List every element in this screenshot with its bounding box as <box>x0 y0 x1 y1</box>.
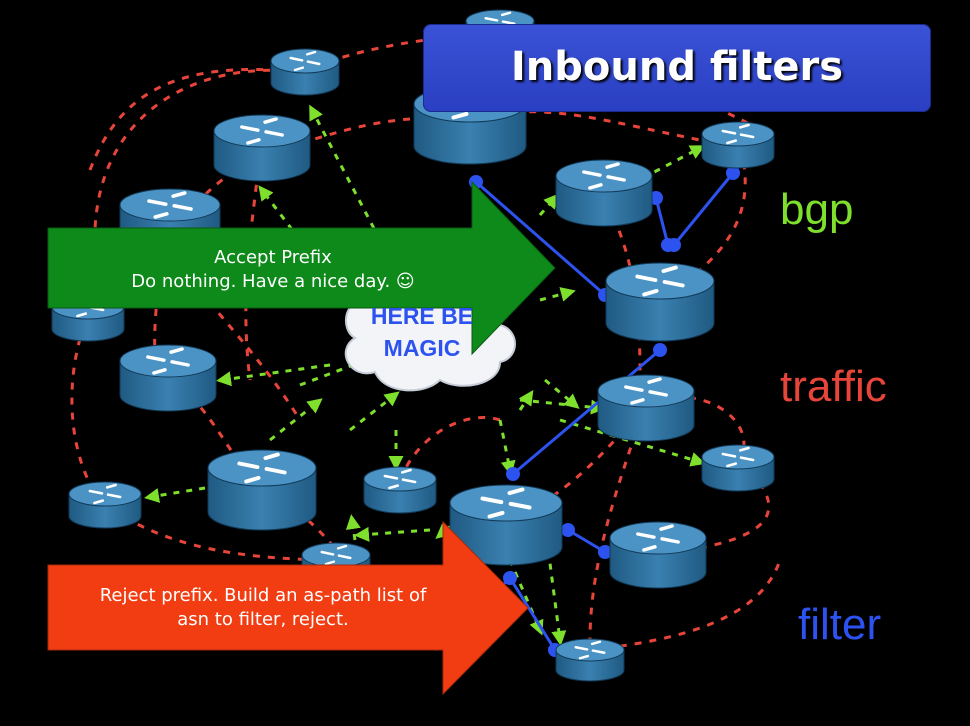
cloud-label-line2: MAGIC <box>383 335 461 361</box>
router-icon <box>270 48 340 96</box>
legend-traffic: traffic <box>780 362 887 411</box>
router-icon <box>701 444 775 492</box>
router-icon <box>555 159 653 227</box>
router-icon <box>555 638 625 682</box>
legend-bgp: bgp <box>780 185 854 234</box>
accept-arrow <box>47 180 556 356</box>
reject-arrow-line2: asn to filter, reject. <box>177 609 349 630</box>
router-icon <box>68 481 142 529</box>
accept-arrow-line1: Accept Prefix <box>214 247 332 268</box>
accept-arrow-line2: Do nothing. Have a nice day. ☺ <box>131 271 415 292</box>
router-icon <box>609 521 707 589</box>
router-icon <box>605 262 715 342</box>
reject-arrow-label: Reject prefix. Build an as-path list of … <box>48 584 478 632</box>
slide-title: Inbound filters <box>510 44 844 90</box>
reject-arrow-line1: Reject prefix. Build an as-path list of <box>99 585 427 606</box>
legend-filter: filter <box>798 600 882 649</box>
router-icon <box>701 121 775 169</box>
filter-links <box>433 172 735 652</box>
router-icon <box>119 344 217 412</box>
router-icon <box>213 114 311 182</box>
router-icon <box>207 449 317 531</box>
cloud-label-line1: HERE BE <box>370 303 474 329</box>
title-box: Inbound filters <box>423 24 931 112</box>
router-icon <box>597 374 695 442</box>
router-icon <box>363 466 437 514</box>
accept-arrow-label: Accept Prefix Do nothing. Have a nice da… <box>48 246 498 294</box>
reject-arrow <box>47 520 529 696</box>
